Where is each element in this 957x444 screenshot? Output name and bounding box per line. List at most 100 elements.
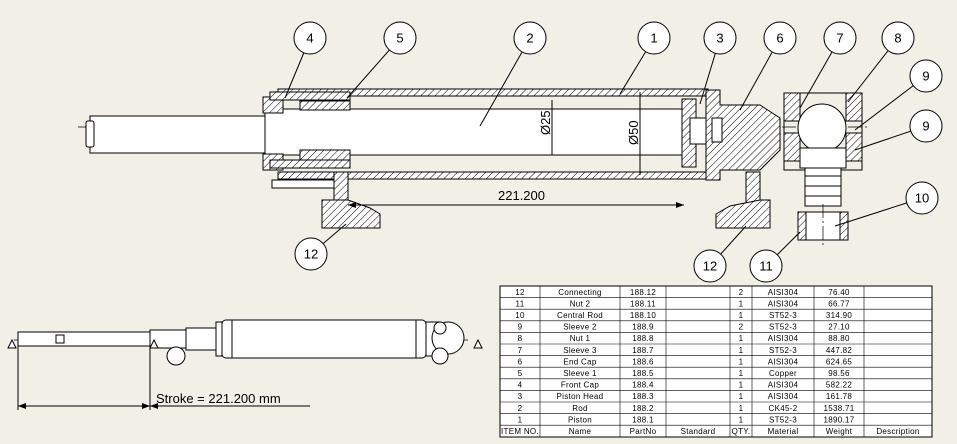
balloon-9b: 9: [922, 119, 929, 134]
bom-cell: 98.56: [828, 369, 850, 378]
bom-cell: 188.5: [632, 369, 654, 378]
bom-header-cell: PartNo: [630, 427, 657, 436]
balloon-8: 8: [894, 31, 901, 46]
bom-header-cell: Name: [569, 427, 592, 436]
bom-cell: Nut 1: [570, 334, 591, 343]
bom-cell: AISI304: [768, 357, 799, 366]
bom-cell: 188.10: [630, 311, 657, 320]
balloon-1: 1: [650, 31, 657, 46]
bom-cell: 1: [739, 415, 744, 424]
bom-cell: Sleeve 2: [563, 323, 597, 332]
bom-cell: 1: [739, 369, 744, 378]
bom-cell: 624.65: [826, 357, 853, 366]
bom-cell: 1: [739, 392, 744, 401]
bom-cell: 188.9: [632, 323, 654, 332]
bom-header-cell: Standard: [681, 427, 716, 436]
balloon-9a: 9: [922, 69, 929, 84]
balloon-12a: 12: [304, 247, 318, 262]
bom-cell: 1538.71: [823, 404, 854, 413]
bom-cell: ST52-3: [769, 415, 797, 424]
bom-header-cell: ITEM NO.: [501, 427, 539, 436]
bom-cell: Rod: [572, 404, 588, 413]
front-cap: [262, 91, 351, 189]
bom-cell: 447.82: [826, 346, 853, 355]
bom-header-cell: QTY.: [732, 427, 751, 436]
bom-cell: ST52-3: [769, 346, 797, 355]
bom-cell: 3: [518, 392, 523, 401]
bom-cell: 66.77: [828, 299, 850, 308]
bom-cell: 1: [739, 299, 744, 308]
bom-cell: 9: [518, 323, 523, 332]
bom-cell: AISI304: [768, 334, 799, 343]
balloon-10: 10: [915, 191, 929, 206]
bom-cell: 8: [518, 334, 523, 343]
bom-cell: 188.2: [632, 404, 654, 413]
bom-cell: AISI304: [768, 299, 799, 308]
bom-cell: 188.4: [632, 381, 654, 390]
bom-cell: 76.40: [828, 288, 850, 297]
bom-cell: 6: [518, 357, 523, 366]
bom-cell: ST52-3: [769, 311, 797, 320]
bom-cell: Piston: [568, 415, 592, 424]
bom-header-cell: Description: [876, 427, 919, 436]
balloon-6: 6: [776, 31, 783, 46]
bom-cell: AISI304: [768, 392, 799, 401]
bom-header-cell: Weight: [826, 427, 853, 436]
bom-cell: Sleeve 1: [563, 369, 597, 378]
exterior-view: Stroke = 221.200 mm: [7, 319, 483, 410]
bom-cell: Connecting: [558, 288, 601, 297]
bom-cell: 188.3: [632, 392, 654, 401]
bom-cell: 1: [739, 404, 744, 413]
bom-cell: 27.10: [828, 323, 850, 332]
balloon-7: 7: [836, 31, 843, 46]
bom-cell: 161.78: [826, 392, 853, 401]
end-cap: [705, 89, 781, 181]
bom-cell: 11: [516, 299, 525, 308]
bom-cell: Copper: [769, 369, 797, 378]
bom-cell: 1: [739, 346, 744, 355]
bom-cell: 5: [518, 369, 523, 378]
balloons: 4 5 2 1 3 6 7 8 9 9 10 11 12 12: [284, 21, 943, 283]
bom-cell: Front Cap: [561, 381, 600, 390]
bom-cell: 188.11: [630, 299, 656, 308]
bom-cell: Central Rod: [557, 311, 603, 320]
sleeve-3: [783, 92, 863, 207]
balloon-11: 11: [759, 259, 773, 274]
bom-cell: 4: [518, 381, 523, 390]
bom-cell: ST52-3: [769, 323, 797, 332]
bom-cell: 188.12: [630, 288, 657, 297]
bom-cell: 10: [515, 311, 525, 320]
bom-cell: End Cap: [563, 357, 596, 366]
bom-cell: 2: [739, 288, 744, 297]
bom-cell: 1: [739, 357, 744, 366]
rod: [85, 108, 686, 156]
bom-cell: 7: [518, 346, 523, 355]
connecting-fitting-left: [321, 171, 381, 229]
bom-cell: 314.90: [826, 311, 853, 320]
bom-cell: 188.7: [632, 346, 654, 355]
bom-cell: 2: [518, 404, 523, 413]
balloon-2: 2: [526, 31, 533, 46]
dia-rod-dimension: Ø25: [538, 110, 553, 135]
bom-header-cell: Material: [768, 427, 799, 436]
bom-cell: 88.80: [828, 334, 850, 343]
bom-cell: 188.1: [632, 415, 654, 424]
balloon-4: 4: [306, 31, 313, 46]
bom-cell: 188.8: [632, 334, 654, 343]
bom-cell: 582.22: [826, 381, 853, 390]
balloon-5: 5: [396, 31, 403, 46]
dia-bore-dimension: Ø50: [626, 120, 641, 145]
balloon-12b: 12: [703, 259, 717, 274]
bom-cell: Nut 2: [570, 299, 591, 308]
bom-cell: Sleeve 3: [563, 346, 597, 355]
bom-cell: 12: [515, 288, 525, 297]
bom-cell: 188.6: [632, 357, 654, 366]
bom-cell: AISI304: [768, 381, 799, 390]
bom-cell: 1890.17: [823, 415, 854, 424]
bom-cell: 2: [739, 323, 744, 332]
length-dimension: 221.200: [498, 188, 545, 203]
nut-2: [797, 204, 849, 248]
